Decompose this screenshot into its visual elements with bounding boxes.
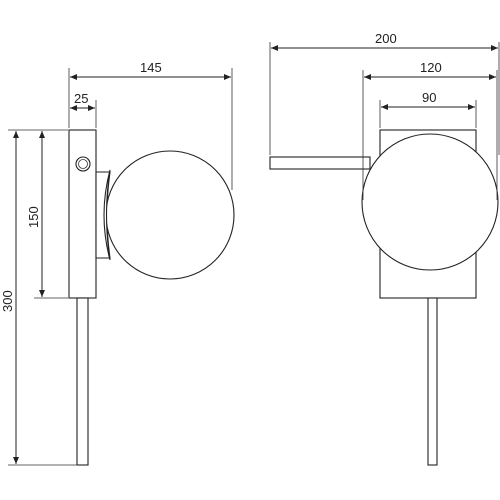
side-cable-rod (76, 297, 89, 466)
front-arm (269, 156, 371, 170)
dim-front-globe-outer: 120 (362, 60, 498, 200)
dim-side-depth: 25 (70, 91, 97, 128)
dim-label-side-depth: 25 (74, 91, 88, 106)
dim-front-arm: 200 (269, 31, 500, 155)
dim-side-body-height: 150 (26, 129, 68, 299)
switch-button-inner (78, 159, 88, 169)
front-view (269, 129, 499, 466)
dim-label-front-globe-outer: 120 (420, 60, 442, 75)
dim-front-globe-inner: 90 (379, 90, 477, 128)
side-globe (105, 150, 235, 280)
dim-side-width: 145 (68, 60, 233, 190)
side-wall-plate (68, 129, 97, 299)
side-view (68, 129, 235, 466)
dim-label-side-total-height: 300 (0, 290, 15, 312)
dim-label-front-arm: 200 (375, 31, 397, 46)
side-holder-cap (103, 169, 111, 261)
front-cable-rod (427, 297, 438, 466)
dim-label-side-body-height: 150 (26, 206, 41, 228)
dim-side-total-height: 300 (0, 129, 77, 466)
dim-label-side-width: 145 (140, 60, 162, 75)
front-globe (361, 133, 499, 271)
switch-button-icon (75, 156, 91, 172)
dim-label-front-globe-inner: 90 (422, 90, 436, 105)
